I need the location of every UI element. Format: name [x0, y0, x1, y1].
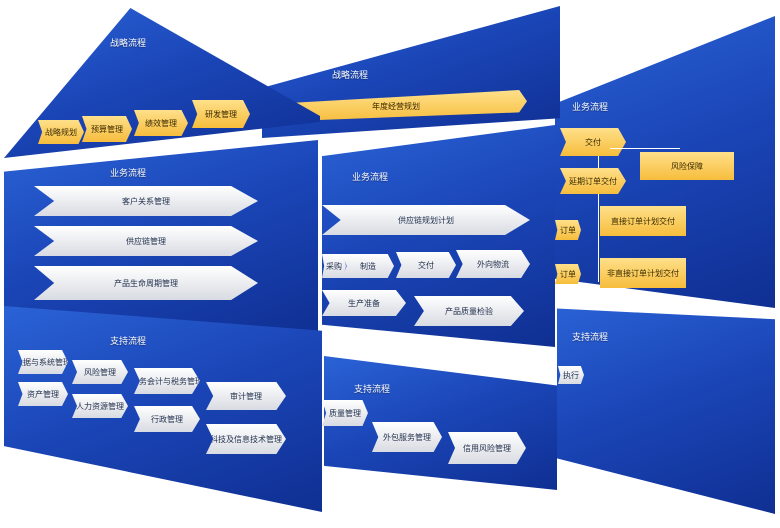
center-mid-title: 业务流程: [351, 173, 389, 183]
center-step-make: 制造: [342, 254, 394, 278]
center-step-prepare: 生产准备: [322, 290, 406, 316]
center-support-quality: 质量管理: [322, 400, 368, 426]
left-step-crm: 客户关系管理: [34, 186, 258, 216]
left-step-plm: 产品生命周期管理: [34, 266, 258, 300]
right-support-step: 执行: [558, 366, 584, 384]
center-top-title: 战略流程: [331, 71, 369, 81]
right-connector-v: [598, 156, 599, 282]
center-supply-plan-step: 供应链规划计划: [322, 205, 530, 235]
left-step-performance: 绩效管理: [134, 110, 188, 136]
center-support-outsourcing: 外包服务管理: [372, 422, 442, 452]
center-support-credit-risk: 信用风险管理: [448, 432, 526, 464]
center-step-deliver: 交付: [396, 252, 456, 278]
right-order-step-2: 订单: [555, 264, 581, 284]
left-support-hr: 人力资源管理: [72, 394, 128, 418]
left-step-budget: 预算管理: [82, 116, 132, 142]
center-step-outbound: 外向物流: [456, 250, 530, 278]
left-support-finance: 财务会计与税务管理: [134, 368, 200, 394]
right-direct-order-box: 直接订单计划交付: [600, 206, 686, 236]
left-support-data: 数据与系统管理: [18, 350, 68, 374]
left-step-rnd: 研发管理: [192, 100, 250, 128]
left-mid-title: 业务流程: [109, 169, 147, 179]
right-bot-title: 支持流程: [571, 333, 609, 343]
left-bot-title: 支持流程: [109, 337, 147, 347]
right-connector-h: [610, 148, 680, 149]
left-support-admin: 行政管理: [134, 406, 200, 432]
left-support-audit: 审计管理: [206, 382, 286, 410]
right-delay-delivery-step: 延期订单交付: [560, 168, 626, 194]
left-step-scm: 供应链管理: [34, 226, 258, 256]
center-step-quality: 产品质量检验: [414, 296, 524, 326]
left-step-strategy: 战略规划: [38, 120, 84, 144]
right-indirect-order-box: 非直接订单计划交付: [600, 258, 686, 288]
right-risk-box: 风险保障: [640, 152, 734, 180]
right-order-step-1: 订单: [555, 220, 581, 240]
right-deliver-step: 交付: [560, 128, 626, 156]
left-support-risk: 风险管理: [72, 360, 128, 384]
center-step-procure: 采购: [322, 254, 346, 278]
left-support-it: 科技及信息技术管理: [206, 424, 286, 454]
left-top-title: 战略流程: [109, 39, 147, 49]
left-support-assets: 资产管理: [18, 382, 68, 406]
center-bot-title: 支持流程: [353, 385, 391, 395]
right-top-title: 业务流程: [571, 103, 609, 113]
